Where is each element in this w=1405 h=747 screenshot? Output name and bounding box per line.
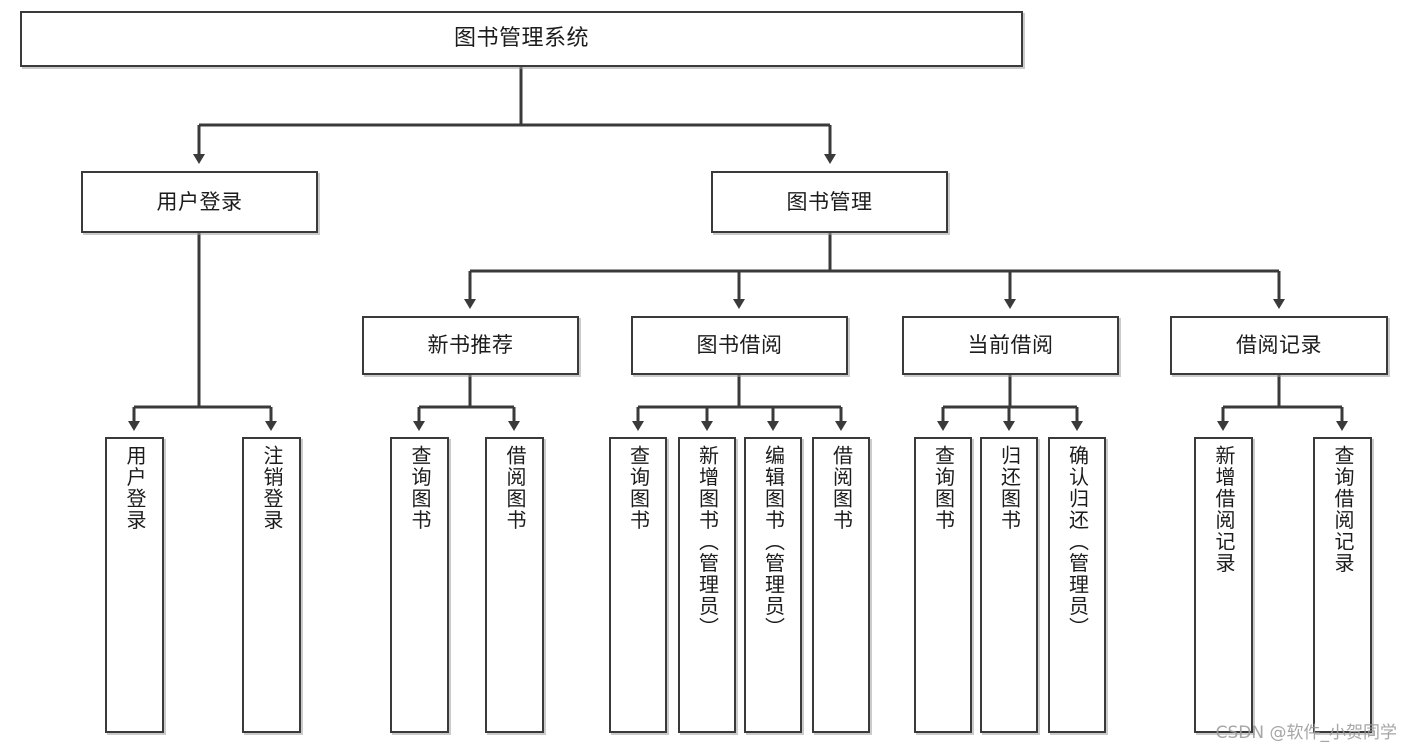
edges-user-login [128, 233, 277, 431]
node-borrow-record[interactable]: 借阅记录 [1170, 316, 1388, 375]
node-leaf-borrow-book-1[interactable]: 借阅图书 [485, 437, 544, 733]
node-current-borrow[interactable]: 当前借阅 [902, 316, 1119, 375]
node-leaf-query-book-2-label: 查询图书 [626, 445, 651, 531]
node-user-login[interactable]: 用户登录 [81, 171, 318, 233]
edges-root [193, 67, 836, 164]
node-book-management-label: 图书管理 [786, 189, 873, 214]
node-leaf-user-logout[interactable]: 注销登录 [242, 437, 301, 733]
node-new-book-recommend-label: 新书推荐 [427, 333, 514, 358]
node-leaf-query-borrow-record-label: 查询借阅记录 [1331, 445, 1355, 574]
node-leaf-query-book-3-label: 查询图书 [931, 445, 956, 531]
edges-new-book-recommend [413, 375, 520, 431]
edges-borrow-record [1217, 375, 1348, 431]
node-current-borrow-label: 当前借阅 [967, 333, 1054, 358]
edges-book-borrow [632, 375, 847, 431]
node-leaf-confirm-return-admin[interactable]: 确认归还（管理员） [1048, 437, 1106, 733]
node-leaf-user-login[interactable]: 用户登录 [105, 437, 164, 733]
node-leaf-add-borrow-record[interactable]: 新增借阅记录 [1194, 437, 1253, 733]
node-leaf-add-book-admin[interactable]: 新增图书（管理员） [678, 437, 736, 733]
node-leaf-borrow-book-1-label: 借阅图书 [503, 445, 527, 531]
node-leaf-user-logout-label: 注销登录 [260, 445, 284, 531]
node-borrow-record-label: 借阅记录 [1236, 333, 1322, 358]
node-leaf-add-borrow-record-label: 新增借阅记录 [1212, 445, 1236, 574]
edges-book-management [464, 233, 1285, 309]
node-leaf-borrow-book-2-label: 借阅图书 [829, 445, 854, 531]
node-leaf-borrow-book-2[interactable]: 借阅图书 [812, 437, 870, 733]
node-user-login-label: 用户登录 [156, 189, 243, 214]
node-new-book-recommend[interactable]: 新书推荐 [362, 316, 579, 375]
node-leaf-edit-book-admin-label: 编辑图书（管理员） [761, 445, 786, 639]
node-leaf-query-book-1[interactable]: 查询图书 [390, 437, 449, 733]
node-leaf-query-book-2[interactable]: 查询图书 [609, 437, 667, 733]
node-leaf-add-book-admin-label: 新增图书（管理员） [695, 445, 720, 639]
node-leaf-return-book-label: 归还图书 [997, 445, 1022, 531]
node-leaf-user-login-label: 用户登录 [123, 445, 147, 531]
node-leaf-query-book-1-label: 查询图书 [408, 445, 432, 531]
node-leaf-confirm-return-admin-label: 确认归还（管理员） [1065, 445, 1090, 639]
node-book-borrow-label: 图书借阅 [696, 333, 783, 358]
node-leaf-query-borrow-record[interactable]: 查询借阅记录 [1313, 437, 1372, 733]
node-leaf-return-book[interactable]: 归还图书 [980, 437, 1038, 733]
node-leaf-edit-book-admin[interactable]: 编辑图书（管理员） [744, 437, 802, 733]
edges-current-borrow [937, 375, 1083, 431]
node-root-label: 图书管理系统 [453, 26, 589, 52]
node-book-borrow[interactable]: 图书借阅 [631, 316, 848, 375]
node-root[interactable]: 图书管理系统 [20, 11, 1023, 67]
node-leaf-query-book-3[interactable]: 查询图书 [914, 437, 972, 733]
node-book-management[interactable]: 图书管理 [711, 171, 948, 233]
